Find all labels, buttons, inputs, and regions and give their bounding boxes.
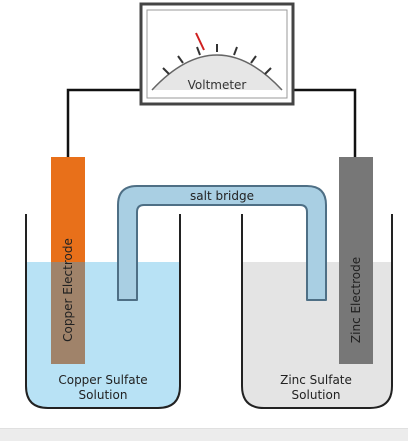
voltmeter-needle [195,32,205,51]
bottom-strip [0,428,408,441]
right-beaker-label-line1: Zinc Sulfate [280,373,352,387]
right-wire [276,88,357,158]
copper-electrode-submerged [51,262,85,364]
left-beaker: Copper Sulfate Solution [25,214,181,409]
right-beaker-label-line2: Solution [292,388,341,402]
zinc-electrode-label: Zinc Electrode [349,257,363,343]
salt-bridge-label: salt bridge [190,189,254,203]
right-beaker-glass [241,214,393,409]
left-wire [66,88,148,158]
galvanic-cell-diagram: Voltmeter Copper Sulfate Solution Zinc S… [25,2,393,409]
left-beaker-label-line2: Solution [79,388,128,402]
copper-electrode: Copper Electrode [51,157,85,364]
zinc-electrode-body [339,157,373,364]
salt-bridge-tube [117,185,327,301]
left-beaker-label-line1: Copper Sulfate [58,373,147,387]
wires [66,88,357,158]
zinc-electrode: Zinc Electrode [339,157,373,364]
copper-electrode-top [51,157,85,262]
voltmeter: Voltmeter [139,2,295,106]
left-beaker-glass [25,214,181,409]
voltmeter-scale-ticks [162,44,272,75]
voltmeter-dial [151,54,283,91]
salt-bridge: salt bridge [117,185,327,301]
voltmeter-label: Voltmeter [188,78,247,92]
copper-electrode-label: Copper Electrode [61,238,75,342]
